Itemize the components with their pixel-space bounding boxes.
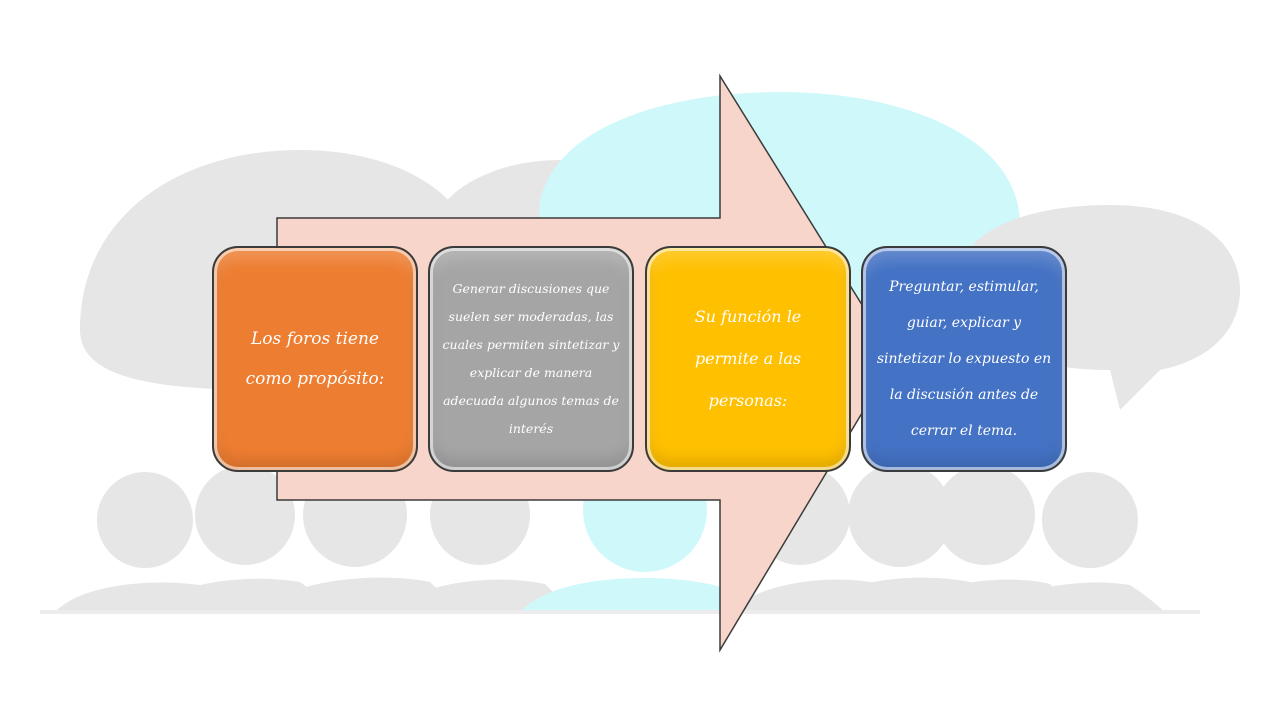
step-box-purpose: Los foros tiene como propósito: <box>212 246 418 472</box>
step-text-discussions: Generar discusiones que suelen ser moder… <box>442 281 620 436</box>
step-text-actions: Preguntar, estimular, guiar, explicar y … <box>876 279 1052 439</box>
step-text-purpose: Los foros tiene como propósito: <box>245 329 385 389</box>
step-box-discussions: Generar discusiones que suelen ser moder… <box>428 246 634 472</box>
step-text-function: Su función le permite a las personas: <box>694 307 802 410</box>
step-box-function: Su función le permite a las personas: <box>645 246 851 472</box>
step-box-actions: Preguntar, estimular, guiar, explicar y … <box>861 246 1067 472</box>
